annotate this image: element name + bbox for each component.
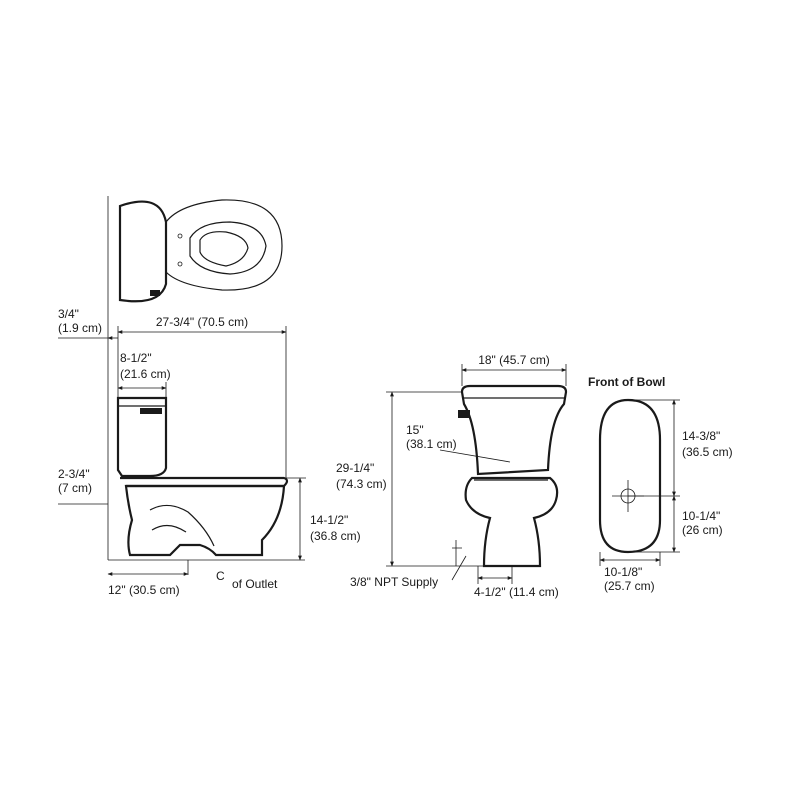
wall-offset-label-cm: (1.9 cm) [58,321,102,335]
front-of-bowl-title: Front of Bowl [588,375,665,389]
side-view-bowl [124,484,286,557]
supply-valve [452,540,462,566]
overall-height-label: 29-1/4" [336,461,374,475]
rim-height-label-cm: (36.8 cm) [310,529,361,543]
bowl-width-label: 10-1/8" [604,565,642,579]
overall-depth-label: 27-3/4" (70.5 cm) [156,315,248,329]
front-view-tank [460,384,568,476]
front-view-bowl [464,476,559,568]
dimension-labels: 3/4" (1.9 cm) 27-3/4" (70.5 cm) 8-1/2" (… [58,307,733,599]
tank-height-label: 15" [406,423,424,437]
bowl-footprint [598,398,662,554]
tank-height-label-cm: (38.1 cm) [406,437,457,451]
side-view-trapway [149,504,215,547]
tank-depth-label-cm: (21.6 cm) [120,367,171,381]
top-view-trapway [199,231,249,267]
tank-width-label: 18" (45.7 cm) [478,353,550,367]
side-view-handle [140,408,162,414]
front-view-handle [458,410,470,418]
seat-bolt [177,233,183,239]
seat-bolt [177,261,183,267]
wall-offset-label: 3/4" [58,307,79,321]
tank-depth-label: 8-1/2" [120,351,152,365]
rim-height-label: 14-1/2" [310,513,348,527]
supply-leader [451,555,467,581]
supply-label: 3/8" NPT Supply [350,575,438,589]
top-view-tank [118,200,168,303]
side-view-seat [120,476,289,488]
centerline-symbol: C [216,569,225,583]
front-view [452,384,568,568]
bowl-width-label-cm: (25.7 cm) [604,579,655,593]
top-view-handle [150,290,160,296]
side-view [108,396,305,575]
bowl-rear-label: 10-1/4" [682,509,720,523]
tank-height-leader [439,449,511,463]
top-view [107,196,283,560]
side-view-tank [116,396,168,478]
base-width-label: 4-1/2" (11.4 cm) [474,585,559,599]
top-view-bowl-inner [189,221,267,275]
supply-height-label: 2-3/4" [58,467,90,481]
rough-in-label: 12" (30.5 cm) [108,583,180,597]
supply-height-label-cm: (7 cm) [58,481,92,495]
front-of-bowl-view [598,398,662,554]
overall-height-label-cm: (74.3 cm) [336,477,387,491]
outlet-label: of Outlet [232,577,278,591]
bowl-length-label-cm: (36.5 cm) [682,445,733,459]
dimension-lines [58,326,680,584]
bowl-rear-label-cm: (26 cm) [682,523,723,537]
bowl-length-label: 14-3/8" [682,429,720,443]
top-view-bowl-outline [165,199,283,291]
